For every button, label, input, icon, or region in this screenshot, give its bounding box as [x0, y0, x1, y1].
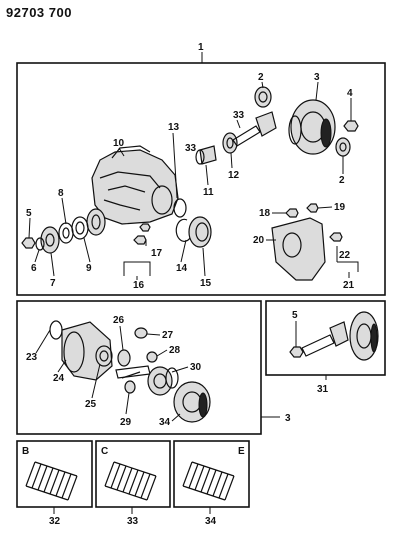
spring-panel-e: [173, 440, 250, 508]
callout-27: 27: [162, 330, 174, 341]
callout-30: 30: [190, 362, 202, 373]
spring-panel-c: [95, 440, 171, 508]
callout-24: 24: [53, 373, 65, 384]
callout-28: 28: [169, 345, 181, 356]
callout-33-top: 33: [233, 110, 245, 121]
callout-25: 25: [85, 399, 97, 410]
callout-5-lower: 5: [292, 310, 298, 321]
callout-17: 17: [151, 248, 163, 259]
drive-pinion-top: [232, 111, 277, 147]
callout-18: 18: [259, 208, 271, 219]
callout-26: 26: [113, 315, 125, 326]
callout-32-bottom: 32: [49, 516, 61, 527]
callout-22: 22: [339, 250, 351, 261]
document-code: 92703 700: [6, 5, 72, 20]
callout-5-top: 5: [26, 208, 32, 219]
differential-gears: [115, 327, 158, 394]
spring-panel-letter-b: B: [22, 446, 29, 457]
callout-34-bottom: 34: [205, 516, 217, 527]
callout-1: 1: [198, 42, 204, 53]
callout-4: 4: [347, 88, 353, 99]
callout-12: 12: [228, 170, 240, 181]
callout-2-top: 2: [258, 72, 264, 83]
spring-panel-letter-c: C: [101, 446, 108, 457]
differential-case: [49, 320, 113, 381]
callout-3-lower: 3: [285, 413, 291, 424]
callout-14: 14: [176, 263, 188, 274]
ring-gear-top: [288, 99, 336, 155]
callout-16: 16: [133, 280, 145, 291]
spring-34: [182, 461, 235, 501]
filler-plug: [133, 223, 151, 245]
ring-pinion-set: [289, 311, 379, 361]
callout-33-bottom: 33: [127, 516, 139, 527]
pinion-spacers: [195, 132, 238, 165]
ring-gear-lower: [173, 381, 211, 423]
assembly-frame-1: [16, 62, 386, 296]
callout-31: 31: [317, 384, 329, 395]
ring-gear-bolt: [343, 120, 359, 132]
pinion-bearing-top: [254, 86, 272, 108]
callout-7: 7: [50, 278, 56, 289]
callout-11: 11: [203, 187, 214, 198]
callout-32-top: 33: [185, 143, 197, 154]
callout-8: 8: [58, 188, 64, 199]
rear-cover: [271, 203, 343, 281]
callout-2-lower: 2: [339, 175, 345, 186]
pinion-nut: [21, 237, 36, 249]
callout-13: 13: [168, 122, 180, 133]
callout-19: 19: [334, 202, 346, 213]
callout-20: 20: [253, 235, 265, 246]
spring-33: [104, 461, 157, 501]
spring-32: [25, 461, 78, 501]
callout-34-lower: 34: [159, 417, 171, 428]
companion-flange: [35, 226, 60, 254]
callout-3-top: 3: [314, 72, 320, 83]
callout-15: 15: [200, 278, 212, 289]
carrier-housing: [91, 145, 179, 225]
callout-21: 21: [343, 280, 355, 291]
callout-10: 10: [113, 138, 125, 149]
callout-9: 9: [86, 263, 92, 274]
assembly-frame-3: [16, 300, 262, 435]
differential-case-half: [147, 366, 179, 396]
callout-6: 6: [31, 263, 37, 274]
spring-panel-letter-e: E: [238, 446, 245, 457]
side-bearing-right: [335, 137, 351, 157]
right-side-seal-bearing: [173, 198, 212, 248]
callout-23: 23: [26, 352, 38, 363]
callout-29: 29: [120, 417, 132, 428]
side-flange-assembly: [58, 208, 106, 244]
